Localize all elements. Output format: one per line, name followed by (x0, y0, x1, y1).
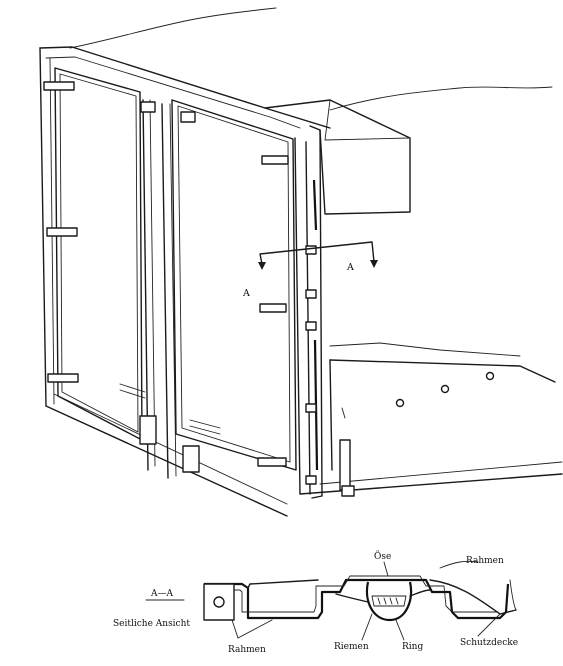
lock-handle (139, 415, 157, 445)
section-marker-a-a: A A (242, 241, 378, 299)
section-a-a-view: A—A Seitliche Ansicht Öse Rahmen Rahmen … (113, 550, 518, 655)
label-frame-right: Rahmen (466, 556, 504, 566)
roof-overhang (264, 99, 411, 215)
label-eyelet: Öse (374, 550, 391, 562)
body-left-edge (39, 47, 47, 407)
door-lock-bar (142, 99, 149, 471)
frame-box (203, 583, 235, 621)
section-label-left: A (242, 288, 250, 299)
roof-tarp-edge-right (329, 86, 553, 111)
right-door (161, 99, 297, 479)
corner-post-inner (305, 141, 311, 495)
section-label-right: A (346, 262, 354, 273)
strap (335, 593, 369, 603)
lock-handle (180, 111, 196, 123)
tarp-eyelet (395, 398, 405, 408)
label-frame-bottom: Rahmen (228, 645, 266, 655)
bolt-hole (213, 596, 225, 608)
hinge (43, 81, 75, 91)
tarp-eyelet (485, 371, 495, 381)
side-view-label: Seitliche Ansicht (113, 619, 190, 629)
lock-handle (140, 101, 156, 113)
frame-profile (204, 578, 510, 620)
hinge (259, 303, 287, 313)
side-wall-panel (329, 359, 556, 383)
body-top-edge (39, 46, 331, 129)
strap-column (305, 125, 323, 499)
hinge (257, 457, 287, 467)
hinge (261, 155, 289, 165)
lock-handle (182, 445, 200, 473)
protective-cover (429, 579, 517, 615)
ring (365, 581, 413, 622)
body-top-rail (45, 56, 301, 129)
perspective-view: A A (39, 7, 563, 517)
label-strap: Riemen (334, 642, 369, 652)
hinge (46, 227, 78, 237)
label-ring: Ring (402, 642, 423, 652)
label-cover: Schutzdecke (460, 638, 518, 648)
roof-tarp-edge-left (69, 7, 277, 49)
door-lock-bar (161, 103, 169, 479)
tarp-eyelet (440, 384, 450, 394)
hinge (47, 373, 79, 383)
lower-bracket (339, 439, 351, 491)
body-bottom-edge-inner (53, 393, 288, 505)
corner-post-outer (294, 137, 301, 495)
section-title: A—A (150, 589, 173, 599)
left-door (43, 67, 157, 471)
body-bottom-edge (45, 405, 288, 517)
